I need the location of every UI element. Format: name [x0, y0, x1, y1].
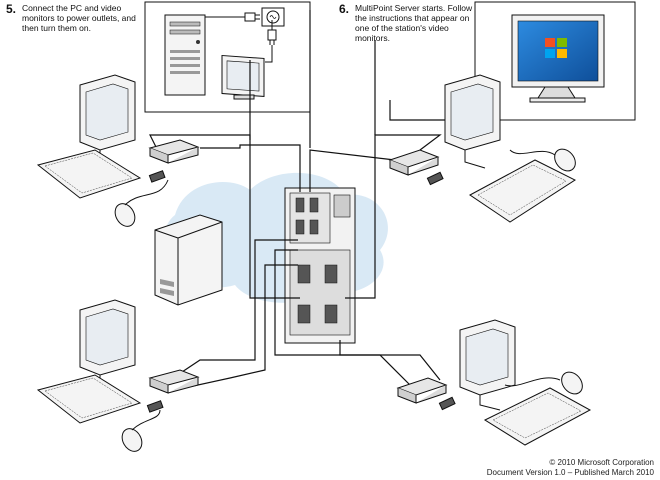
keyboard-icon [483, 387, 592, 446]
usb-hub-icon [148, 369, 200, 394]
footer-version: Document Version 1.0 – Published March 2… [486, 468, 654, 477]
keyboard-icon [36, 374, 142, 424]
usb-hub-icon [148, 139, 200, 164]
step5-line-2: monitors to power outlets, and [22, 13, 136, 23]
footer-copyright: © 2010 Microsoft Corporation [549, 458, 654, 467]
step6-line-4: monitors. [355, 33, 390, 43]
power-outlet-icon [261, 7, 285, 27]
station-bottom-right [396, 319, 592, 446]
usb-plug-icon [148, 170, 166, 183]
keyboard-icon [469, 159, 577, 223]
step5-number: 5. [6, 2, 17, 16]
step6-line-3: one of the station's video [355, 23, 449, 33]
step5-line-3: then turn them on. [22, 23, 91, 33]
step6-monitor-icon [511, 14, 605, 103]
step6-line-1: MultiPoint Server starts. Follow [355, 3, 473, 13]
usb-hub-icon [396, 377, 448, 404]
station-top-left [36, 74, 200, 227]
windows-logo-icon [545, 38, 567, 58]
mouse-icon [121, 428, 143, 452]
station-top-right [388, 74, 577, 223]
usb-plug-icon [146, 400, 164, 413]
step5-pc-tower-icon [164, 14, 206, 96]
mouse-icon [561, 371, 583, 395]
station-bottom-left [36, 299, 200, 452]
keyboard-icon [36, 149, 142, 199]
step6-line-2: the instructions that appear on [355, 13, 470, 23]
mouse-icon [114, 203, 136, 227]
step6-number: 6. [339, 2, 350, 16]
step6-text: MultiPoint Server starts. Follow the ins… [355, 3, 472, 43]
step5-line-1: Connect the PC and video [22, 3, 122, 13]
usb-hub-icon [388, 149, 440, 176]
step5-text: Connect the PC and video monitors to pow… [22, 3, 136, 33]
mouse-icon [554, 148, 576, 172]
pc-tower-icon [154, 214, 223, 306]
step5-monitor-icon [221, 54, 265, 100]
usb-plug-icon [426, 171, 444, 186]
monitor-icon [444, 74, 501, 169]
monitor-icon [459, 319, 516, 411]
monitor-icon [79, 299, 136, 394]
usb-plug-icon [438, 396, 456, 411]
monitor-icon [79, 74, 136, 169]
